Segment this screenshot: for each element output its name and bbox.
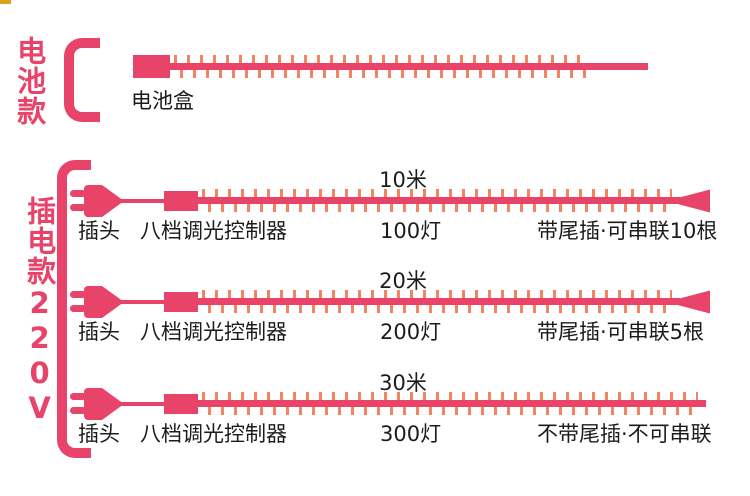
plug-row-10m: 10米 插头 八档调光控制器 100灯 带尾插·可串联10根	[0, 151, 750, 251]
plug-prong-icon	[70, 393, 86, 400]
wire-icon	[120, 300, 166, 304]
length-label: 20米	[379, 269, 427, 293]
wire-icon	[120, 402, 166, 406]
wire-icon	[120, 199, 166, 203]
plug-row-30m: 30米 插头 八档调光控制器 300灯 不带尾插·不可串联	[0, 354, 750, 454]
controller-box-icon	[164, 191, 198, 211]
light-string-icon	[198, 189, 680, 212]
plug-prong-icon	[70, 407, 86, 414]
plug-prong-icon	[70, 204, 86, 211]
power-plug-icon	[84, 185, 124, 217]
length-label: 10米	[379, 168, 427, 192]
tail-plug-label: 带尾插·可串联5根	[537, 320, 705, 344]
controller-box-icon	[164, 292, 198, 312]
tail-plug-label: 不带尾插·不可串联	[537, 422, 712, 446]
controller-label: 八档调光控制器	[140, 422, 287, 446]
battery-light-string-icon	[170, 55, 648, 78]
battery-box-icon	[133, 55, 170, 78]
plug-label: 插头	[78, 422, 120, 446]
plug-prong-icon	[70, 291, 86, 298]
controller-box-icon	[164, 394, 198, 414]
plug-prong-icon	[70, 305, 86, 312]
plug-label: 插头	[78, 219, 120, 243]
battery-section-label: 电池款	[12, 36, 47, 126]
plug-section-label: 插电款220V	[22, 196, 57, 426]
plug-bracket	[57, 160, 91, 458]
bulb-count-label: 300灯	[380, 422, 442, 446]
corner-mark	[0, 0, 11, 4]
light-string-icon	[198, 392, 706, 415]
plug-label: 插头	[78, 320, 120, 344]
plug-row-20m: 20米 插头 八档调光控制器 200灯 带尾插·可串联5根	[0, 252, 750, 352]
tail-plug-icon	[678, 290, 710, 314]
light-string-icon	[198, 290, 680, 313]
battery-box-label: 电池盒	[131, 89, 194, 113]
power-plug-icon	[84, 388, 124, 420]
length-label: 30米	[379, 371, 427, 395]
controller-label: 八档调光控制器	[140, 219, 287, 243]
tail-plug-label: 带尾插·可串联10根	[537, 219, 718, 243]
plug-prong-icon	[70, 190, 86, 197]
power-plug-icon	[84, 286, 124, 318]
bulb-count-label: 100灯	[380, 219, 442, 243]
battery-bracket	[64, 38, 100, 122]
bulb-count-label: 200灯	[380, 320, 442, 344]
tail-plug-icon	[678, 189, 710, 213]
controller-label: 八档调光控制器	[140, 320, 287, 344]
